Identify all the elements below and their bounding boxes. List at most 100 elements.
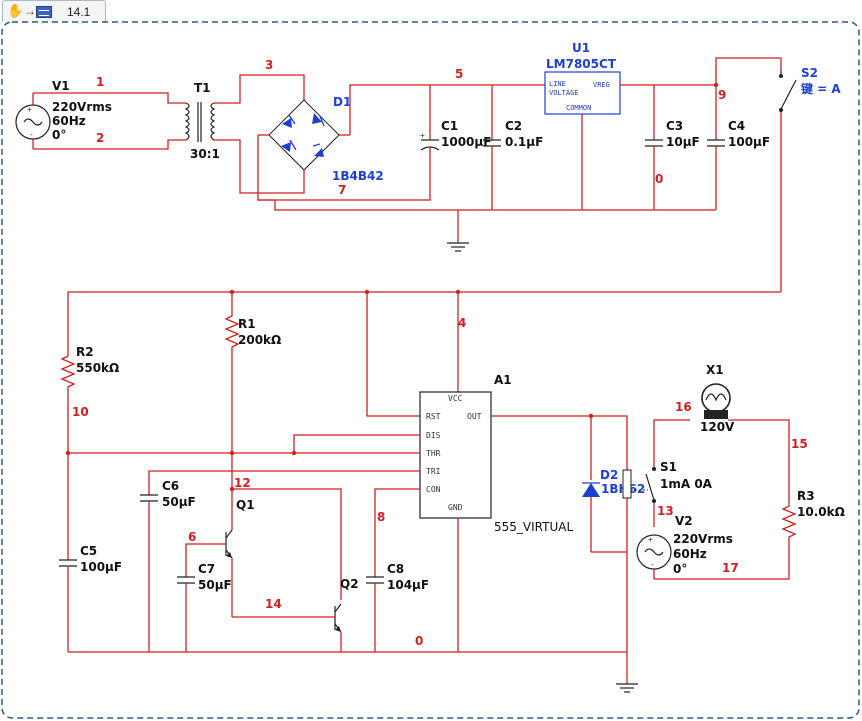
t1-transformer[interactable] xyxy=(184,102,216,142)
svg-text:VCC: VCC xyxy=(448,394,463,403)
v1-line3: 0° xyxy=(52,128,66,142)
net-4: 4 xyxy=(458,316,466,330)
v2-line1: 220Vrms xyxy=(673,532,733,546)
wire-out xyxy=(491,415,628,470)
c7-capacitor[interactable] xyxy=(177,576,195,652)
wire-con xyxy=(374,488,420,577)
r3-resistor[interactable] xyxy=(654,500,797,580)
v1-source[interactable]: + - xyxy=(15,93,51,149)
ground-icon-bottom xyxy=(616,683,638,693)
net-6: 6 xyxy=(188,530,196,544)
c3-ref: C3 xyxy=(666,119,683,133)
x1-ref: X1 xyxy=(706,363,724,377)
s1-relay-coil[interactable] xyxy=(622,469,648,652)
d2-ref: D2 xyxy=(600,468,618,482)
v1-ref: V1 xyxy=(52,79,70,93)
net-0-top: 0 xyxy=(655,172,663,186)
v1-line2: 60Hz xyxy=(52,114,86,128)
c5-capacitor[interactable] xyxy=(59,559,77,652)
wire-gnd-bus-top xyxy=(274,200,716,211)
svg-text:+: + xyxy=(648,535,653,544)
c4-value: 100µF xyxy=(728,135,770,149)
svg-text:-: - xyxy=(29,130,34,139)
u1-ref: U1 xyxy=(572,41,590,55)
d1-ref: D1 xyxy=(333,95,351,109)
wire-net12 xyxy=(232,488,342,600)
q2-transistor[interactable] xyxy=(334,603,342,652)
wire-net5 xyxy=(349,84,545,135)
c3-capacitor[interactable] xyxy=(645,85,663,210)
a1-555-timer[interactable]: VCC RST OUT DIS THR TRI CON GND xyxy=(419,391,492,519)
svg-text:COMMON: COMMON xyxy=(566,104,591,112)
net-7: 7 xyxy=(338,183,346,197)
s1-relay-switch[interactable] xyxy=(645,419,690,527)
c2-value: 0.1µF xyxy=(505,135,543,149)
c8-capacitor[interactable] xyxy=(366,576,384,652)
r2-resistor[interactable] xyxy=(60,350,76,560)
s1-ref: S1 xyxy=(660,460,677,474)
s2-switch[interactable] xyxy=(779,70,797,292)
v1-line1: 220Vrms xyxy=(52,100,112,114)
x1-value: 120V xyxy=(700,420,735,434)
svg-text:LINE: LINE xyxy=(549,80,566,88)
c6-capacitor[interactable] xyxy=(140,494,158,652)
net-12: 12 xyxy=(234,476,251,490)
net-13: 13 xyxy=(657,504,674,518)
q1-transistor[interactable] xyxy=(225,516,233,617)
v2-source[interactable]: + - xyxy=(636,534,672,579)
schematic-tab[interactable]: ✋ → 14.1 xyxy=(2,0,106,22)
r2-value: 550kΩ xyxy=(76,361,119,375)
svg-text:VOLTAGE: VOLTAGE xyxy=(549,89,579,97)
d1-bridge-rectifier[interactable] xyxy=(258,99,350,171)
net-3: 3 xyxy=(265,58,273,72)
v2-ref: V2 xyxy=(675,514,693,528)
arrow-icon: → xyxy=(24,4,36,18)
s2-key: 键 = A xyxy=(800,81,841,96)
net-14: 14 xyxy=(265,597,282,611)
net-15: 15 xyxy=(791,437,808,451)
u1-regulator[interactable]: LINE VOLTAGE VREG COMMON xyxy=(544,71,621,210)
svg-text:VREG: VREG xyxy=(593,81,610,89)
wire-net7 xyxy=(257,135,431,201)
d2-diode[interactable] xyxy=(582,482,627,553)
wire-net6 xyxy=(185,543,226,577)
net-16: 16 xyxy=(675,400,692,414)
u1-model: LM7805CT xyxy=(546,57,617,71)
c8-ref: C8 xyxy=(387,562,404,576)
c5-ref: C5 xyxy=(80,544,97,558)
net-1: 1 xyxy=(96,75,104,89)
svg-text:TRI: TRI xyxy=(426,467,441,476)
r1-value: 200kΩ xyxy=(238,333,281,347)
c2-capacitor[interactable] xyxy=(483,85,501,210)
sheet-border xyxy=(1,21,860,719)
d1-model: 1B4B42 xyxy=(332,169,384,183)
net-10: 10 xyxy=(72,405,89,419)
tab-version: 14.1 xyxy=(67,5,91,19)
svg-text:+: + xyxy=(27,105,32,114)
r3-ref: R3 xyxy=(797,489,815,503)
c4-capacitor[interactable] xyxy=(707,85,725,210)
q1-ref: Q1 xyxy=(236,498,255,512)
c7-ref: C7 xyxy=(198,562,215,576)
x1-lamp[interactable] xyxy=(701,383,790,500)
q2-ref: Q2 xyxy=(340,577,359,591)
r3-value: 10.0kΩ xyxy=(797,505,845,519)
c7-value: 50µF xyxy=(198,578,232,592)
r2-ref: R2 xyxy=(76,345,94,359)
wire-supply-bus xyxy=(67,291,781,350)
net-0-bottom: 0 xyxy=(415,634,423,648)
net-5: 5 xyxy=(455,67,463,81)
svg-text:-: - xyxy=(650,560,655,569)
c1-capacitor[interactable]: + xyxy=(420,85,440,160)
svg-text:GND: GND xyxy=(448,503,463,512)
svg-text:+: + xyxy=(420,131,425,140)
net-9: 9 xyxy=(718,88,726,102)
r1-ref: R1 xyxy=(238,317,256,331)
wire-rst xyxy=(366,292,420,417)
v2-line3: 0° xyxy=(673,562,687,576)
wire-net1 xyxy=(33,92,186,104)
wire-t1-bottom xyxy=(214,139,305,194)
svg-text:DIS: DIS xyxy=(426,431,441,440)
svg-text:RST: RST xyxy=(426,412,441,421)
